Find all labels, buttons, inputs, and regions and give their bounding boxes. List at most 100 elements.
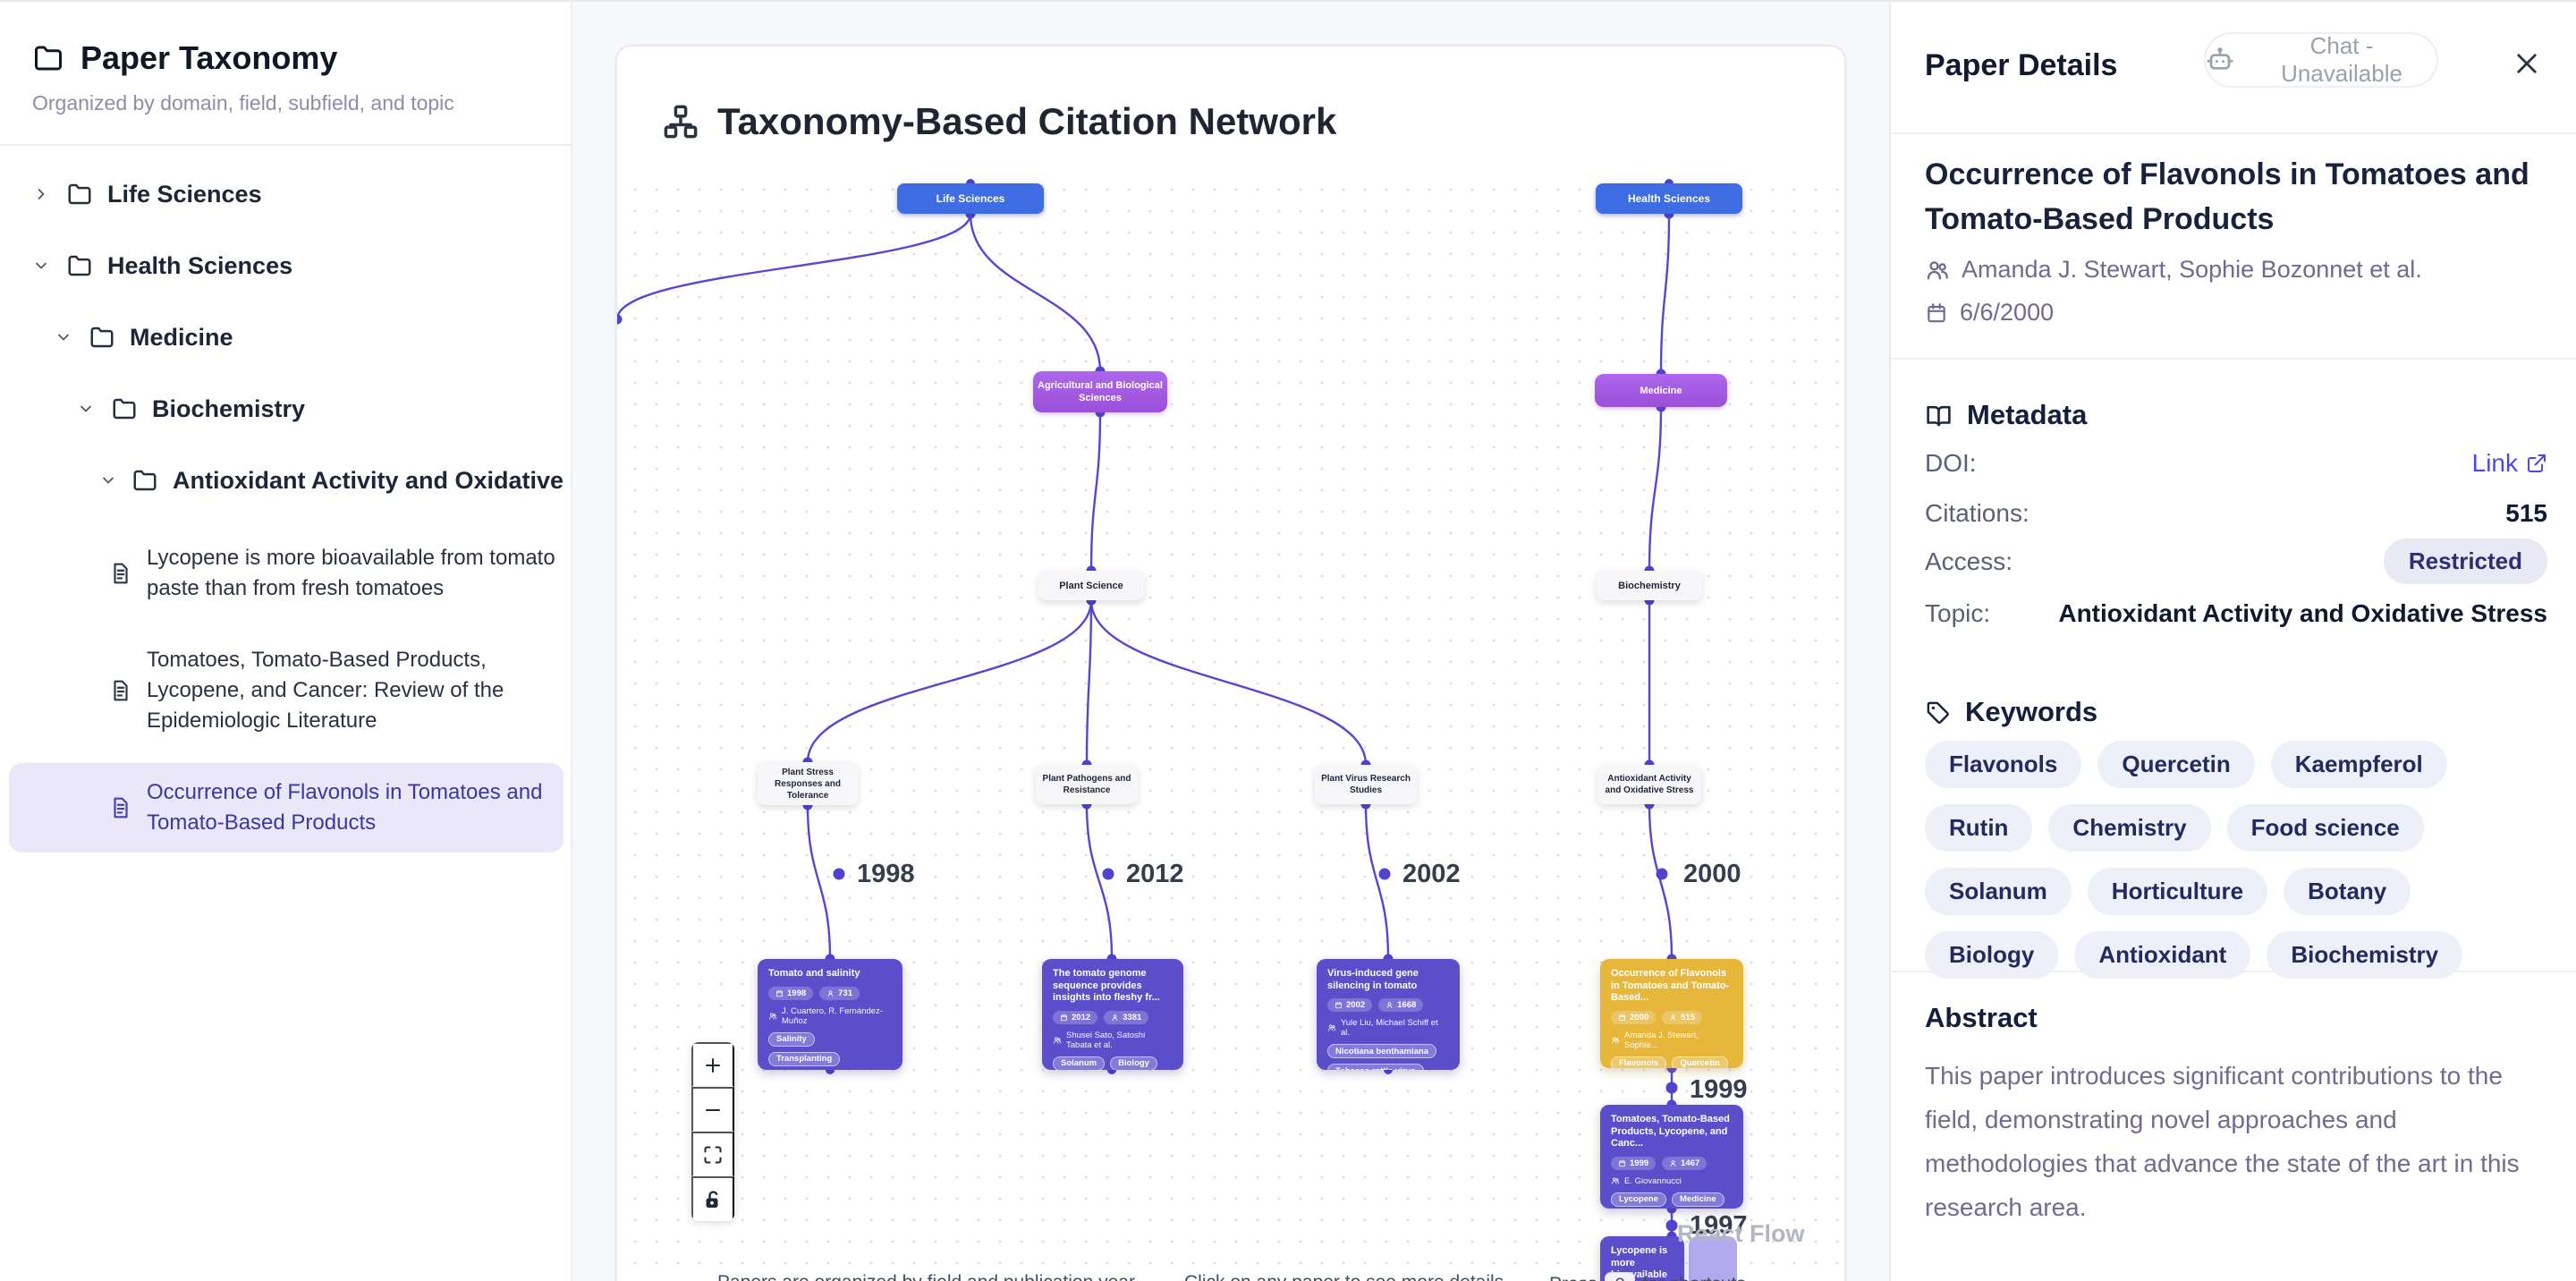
doi-label: DOI: bbox=[1925, 449, 1977, 477]
calendar-icon bbox=[1618, 1159, 1626, 1167]
paper-card-tag: Flavonols bbox=[1611, 1056, 1667, 1068]
keyword-chip[interactable]: Botany bbox=[2284, 868, 2411, 915]
calendar-icon bbox=[1618, 1014, 1626, 1022]
access-badge: Restricted bbox=[2383, 539, 2547, 584]
flow-paper-card[interactable]: Virus-induced gene silencing in tomato 20… bbox=[1317, 959, 1460, 1070]
year-label-1999: 1999 bbox=[1690, 1075, 1748, 1104]
year-label-2002: 2002 bbox=[1402, 860, 1461, 888]
zoom-out-icon bbox=[702, 1099, 724, 1121]
tree-folder-label: Biochemistry bbox=[152, 394, 306, 422]
metadata-heading-row: Metadata bbox=[1925, 399, 2087, 431]
topic-value: Antioxidant Activity and Oxidative Stres… bbox=[2058, 599, 2547, 627]
tree-folder-label: Medicine bbox=[130, 323, 233, 351]
file-text-icon bbox=[109, 679, 132, 702]
year-dot bbox=[1378, 868, 1391, 880]
paper-card-authors: E. Giovannucci bbox=[1611, 1176, 1733, 1186]
paper-authors: Amanda J. Stewart, Sophie Bozonnet et al… bbox=[1962, 256, 2422, 283]
flow-paper-card-partial[interactable] bbox=[1689, 1236, 1737, 1281]
tree-paper-label: Occurrence of Flavonols in Tomatoes and … bbox=[147, 780, 543, 835]
tree-folder-biochemistry[interactable]: Biochemistry bbox=[0, 384, 571, 434]
flow-edge bbox=[1659, 213, 1671, 375]
flow-controls bbox=[691, 1042, 734, 1221]
year-dot bbox=[833, 868, 845, 880]
paper-card-year: 2002 bbox=[1327, 998, 1373, 1012]
flow-node-plantsci[interactable]: Plant Science bbox=[1038, 571, 1144, 600]
cite-icon bbox=[1385, 1001, 1394, 1009]
chevron-down-icon bbox=[99, 471, 117, 489]
tree-paper-item[interactable]: Lycopene is more bioavailable from tomat… bbox=[9, 529, 564, 618]
year-dot bbox=[1665, 1082, 1678, 1094]
zoom-out-button[interactable] bbox=[691, 1087, 734, 1132]
flow-node-antiox[interactable]: Antioxidant Activity and Oxidative Stres… bbox=[1597, 765, 1701, 804]
keyword-chip[interactable]: Kaempferol bbox=[2270, 741, 2447, 788]
flow-paper-card[interactable]: The tomato genome sequence provides insi… bbox=[1042, 959, 1183, 1070]
flow-edge bbox=[1648, 803, 1674, 960]
chevron-down-icon bbox=[55, 328, 74, 346]
paper-card-title: The tomato genome sequence provides insi… bbox=[1053, 968, 1160, 1003]
flow-node-agri[interactable]: Agricultural and Biological Sciences bbox=[1033, 371, 1167, 412]
keyword-chip[interactable]: Quercetin bbox=[2097, 741, 2255, 788]
paper-date: 6/6/2000 bbox=[1960, 299, 2055, 326]
flow-edge bbox=[969, 213, 1102, 372]
flow-paper-card[interactable]: Tomatoes, Tomato-Based Products, Lycopen… bbox=[1600, 1105, 1743, 1209]
flow-paper-card[interactable]: Occurrence of Flavonols in Tomatoes and … bbox=[1600, 959, 1743, 1068]
keyword-chip[interactable]: Chemistry bbox=[2048, 804, 2211, 852]
flow-edge bbox=[1085, 803, 1114, 960]
panel-title: Paper Details bbox=[1925, 48, 2118, 82]
tree-folder-health-sciences[interactable]: Health Sciences bbox=[0, 241, 571, 291]
tree-folder-medicine[interactable]: Medicine bbox=[0, 312, 571, 362]
calendar-icon bbox=[1335, 1001, 1343, 1009]
keyword-chip[interactable]: Horticulture bbox=[2087, 868, 2268, 915]
footer-hint-shortcuts: Press?for shortcuts bbox=[1549, 1272, 1746, 1281]
paper-card-title: Virus-induced gene silencing in tomato bbox=[1327, 968, 1419, 991]
tree-paper-item[interactable]: Tomatoes, Tomato-Based Products, Lycopen… bbox=[9, 631, 564, 751]
fit-view-icon bbox=[702, 1144, 724, 1166]
flow-edge bbox=[617, 213, 972, 320]
flow-node-virus[interactable]: Plant Virus Research Studies bbox=[1315, 765, 1417, 804]
paper-details-panel: Paper Details Chat - Unavailable Occurre… bbox=[1889, 2, 2576, 1281]
paper-card-authors: Amanda J. Stewart, Sophie... bbox=[1611, 1031, 1733, 1050]
flow-node-path[interactable]: Plant Pathogens and Resistance bbox=[1036, 765, 1138, 804]
paper-date-row: 6/6/2000 bbox=[1925, 299, 2054, 327]
flow-node-medicine[interactable]: Medicine bbox=[1595, 374, 1727, 407]
tree-folder-life-sciences[interactable]: Life Sciences bbox=[0, 169, 571, 219]
chat-unavailable-button[interactable]: Chat - Unavailable bbox=[2204, 32, 2438, 88]
flow-node-stress[interactable]: Plant Stress Responses and Tolerance bbox=[758, 762, 858, 805]
lock-button[interactable] bbox=[691, 1176, 734, 1221]
users-icon bbox=[1611, 1036, 1620, 1045]
external-link-icon bbox=[2526, 453, 2547, 474]
flow-node-biochem[interactable]: Biochemistry bbox=[1597, 571, 1702, 600]
folder-icon bbox=[131, 467, 158, 494]
taxonomy-paper-list: Lycopene is more bioavailable from tomat… bbox=[0, 529, 571, 853]
fit-view-button[interactable] bbox=[691, 1132, 734, 1176]
paper-card-title: Occurrence of Flavonols in Tomatoes and … bbox=[1611, 968, 1730, 1003]
doi-row: DOI: Link bbox=[1925, 449, 2547, 478]
paper-card-tag: Nicotiana benthamiana bbox=[1327, 1044, 1436, 1058]
keyword-chip[interactable]: Solanum bbox=[1925, 868, 2072, 915]
keyword-chip[interactable]: Food science bbox=[2226, 804, 2424, 852]
file-text-icon bbox=[109, 562, 132, 585]
edge-handle bbox=[617, 314, 623, 325]
sidebar-subtitle: Organized by domain, field, subfield, an… bbox=[32, 91, 454, 115]
citations-value: 515 bbox=[2505, 499, 2547, 527]
zoom-in-button[interactable] bbox=[691, 1042, 734, 1087]
tag-icon bbox=[1925, 700, 1951, 725]
year-label-2000: 2000 bbox=[1683, 860, 1741, 888]
tree-folder-antioxidant-activity-and-oxidative-stres[interactable]: Antioxidant Activity and Oxidative Stres… bbox=[0, 455, 571, 505]
users-icon bbox=[768, 1012, 777, 1021]
tree-paper-item[interactable]: Occurrence of Flavonols in Tomatoes and … bbox=[9, 763, 564, 853]
flow-edge bbox=[806, 599, 1093, 763]
tree-paper-label: Lycopene is more bioavailable from tomat… bbox=[147, 546, 555, 600]
close-icon[interactable] bbox=[2508, 45, 2546, 82]
doi-link[interactable]: Link bbox=[2472, 449, 2547, 478]
flow-node-health[interactable]: Health Sciences bbox=[1596, 183, 1742, 214]
keyword-chip[interactable]: Rutin bbox=[1925, 804, 2033, 852]
flow-node-life[interactable]: Life Sciences bbox=[897, 183, 1044, 214]
paper-card-tag: Medicine bbox=[1672, 1192, 1724, 1207]
canvas-footer: Papers are organized by field and public… bbox=[617, 1267, 1844, 1281]
canvas-title: Taxonomy-Based Citation Network bbox=[717, 100, 1337, 142]
abstract-text: This paper introduces significant contri… bbox=[1925, 1062, 2520, 1221]
keyword-chip[interactable]: Flavonols bbox=[1925, 741, 2082, 788]
